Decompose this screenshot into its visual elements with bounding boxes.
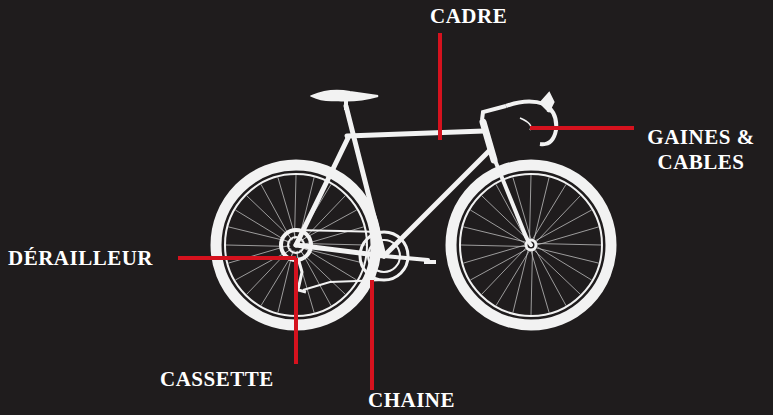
part-label: GAINES & CABLES xyxy=(636,125,766,175)
saddle xyxy=(312,91,378,101)
spoke xyxy=(537,247,592,280)
spoke xyxy=(470,249,526,280)
spoke xyxy=(536,196,580,242)
stem xyxy=(482,106,506,120)
bicycle xyxy=(216,91,611,325)
spoke xyxy=(531,251,532,315)
frame xyxy=(296,106,531,256)
spokes xyxy=(226,175,601,315)
cassette-inner xyxy=(288,237,304,253)
spoke xyxy=(537,244,601,245)
spoke xyxy=(534,250,580,294)
part-label: CASSETTE xyxy=(160,367,305,392)
spoke xyxy=(537,227,599,245)
leader-line xyxy=(294,258,298,364)
leader-line xyxy=(178,256,296,260)
spoke xyxy=(482,196,528,240)
leader-lines xyxy=(178,33,634,390)
leader-line xyxy=(370,280,374,390)
brake-lever xyxy=(540,94,553,112)
spoke xyxy=(533,184,566,239)
spoke xyxy=(531,251,549,313)
spoke xyxy=(535,210,591,241)
derailleur xyxy=(298,258,306,292)
spoke xyxy=(296,251,314,313)
crank-arm xyxy=(384,256,428,260)
leader-line xyxy=(438,33,442,140)
chain-top xyxy=(296,230,384,232)
pedal xyxy=(424,260,436,264)
spoke xyxy=(482,248,526,294)
spoke xyxy=(463,245,525,263)
part-label: CHAINE xyxy=(368,388,478,413)
leader-line xyxy=(530,126,634,130)
cassette xyxy=(281,230,311,260)
spoke xyxy=(461,245,525,246)
seat-post xyxy=(344,100,348,110)
spoke xyxy=(530,175,531,239)
spoke xyxy=(535,249,566,305)
cable xyxy=(520,118,531,130)
part-label: CADRE xyxy=(430,4,530,29)
spoke xyxy=(496,251,529,306)
part-label: DÉRAILLEUR xyxy=(8,246,178,271)
